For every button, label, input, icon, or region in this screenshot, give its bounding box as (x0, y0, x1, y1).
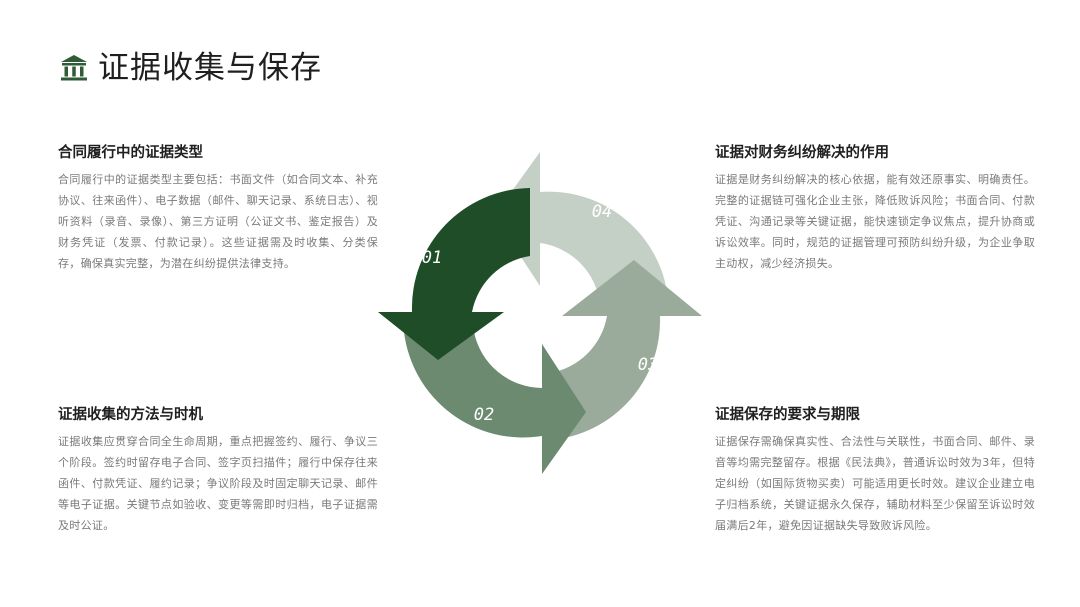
section-body: 合同履行中的证据类型主要包括：书面文件（如合同文本、补充协议、往来函件）、电子数… (58, 173, 378, 270)
title-row: 证据收集与保存 (58, 46, 322, 90)
section-heading: 证据保存的要求与期限 (715, 407, 860, 423)
step-number-02: 02 (474, 405, 494, 425)
page-title: 证据收集与保存 (98, 50, 322, 86)
step-number-04: 04 (592, 202, 612, 222)
section-body: 证据是财务纠纷解决的核心依据，能有效还原事实、明确责任。完整的证据链可强化企业主… (715, 173, 1035, 270)
cycle-arrow-03 (550, 260, 702, 440)
step-number-01: 01 (422, 248, 442, 268)
section-evidence-types: 合同履行中的证据类型 合同履行中的证据类型主要包括：书面文件（如合同文本、补充协… (58, 143, 378, 274)
section-storage-requirements: 证据保存的要求与期限 证据保存需确保真实性、合法性与关联性，书面合同、邮件、录音… (715, 405, 1035, 536)
section-heading: 证据收集的方法与时机 (58, 407, 203, 423)
section-heading: 证据对财务纠纷解决的作用 (715, 145, 889, 161)
section-heading: 合同履行中的证据类型 (58, 145, 203, 161)
section-collection-methods: 证据收集的方法与时机 证据收集应贯穿合同全生命周期，重点把握签约、履行、争议三个… (58, 405, 378, 536)
section-evidence-role: 证据对财务纠纷解决的作用 证据是财务纠纷解决的核心依据，能有效还原事实、明确责任… (715, 143, 1035, 274)
section-body: 证据保存需确保真实性、合法性与关联性，书面合同、邮件、录音等均需完整留存。根据《… (715, 435, 1035, 532)
section-body: 证据收集应贯穿合同全生命周期，重点把握签约、履行、争议三个阶段。签约时留存电子合… (58, 435, 378, 532)
building-columns-icon (61, 55, 87, 81)
step-number-03: 03 (638, 355, 658, 375)
cycle-arrow-04 (494, 152, 668, 298)
cycle-diagram: 01 02 03 04 (372, 148, 708, 478)
cycle-arrow-02 (404, 332, 586, 474)
cycle-arrow-01 (378, 188, 530, 360)
